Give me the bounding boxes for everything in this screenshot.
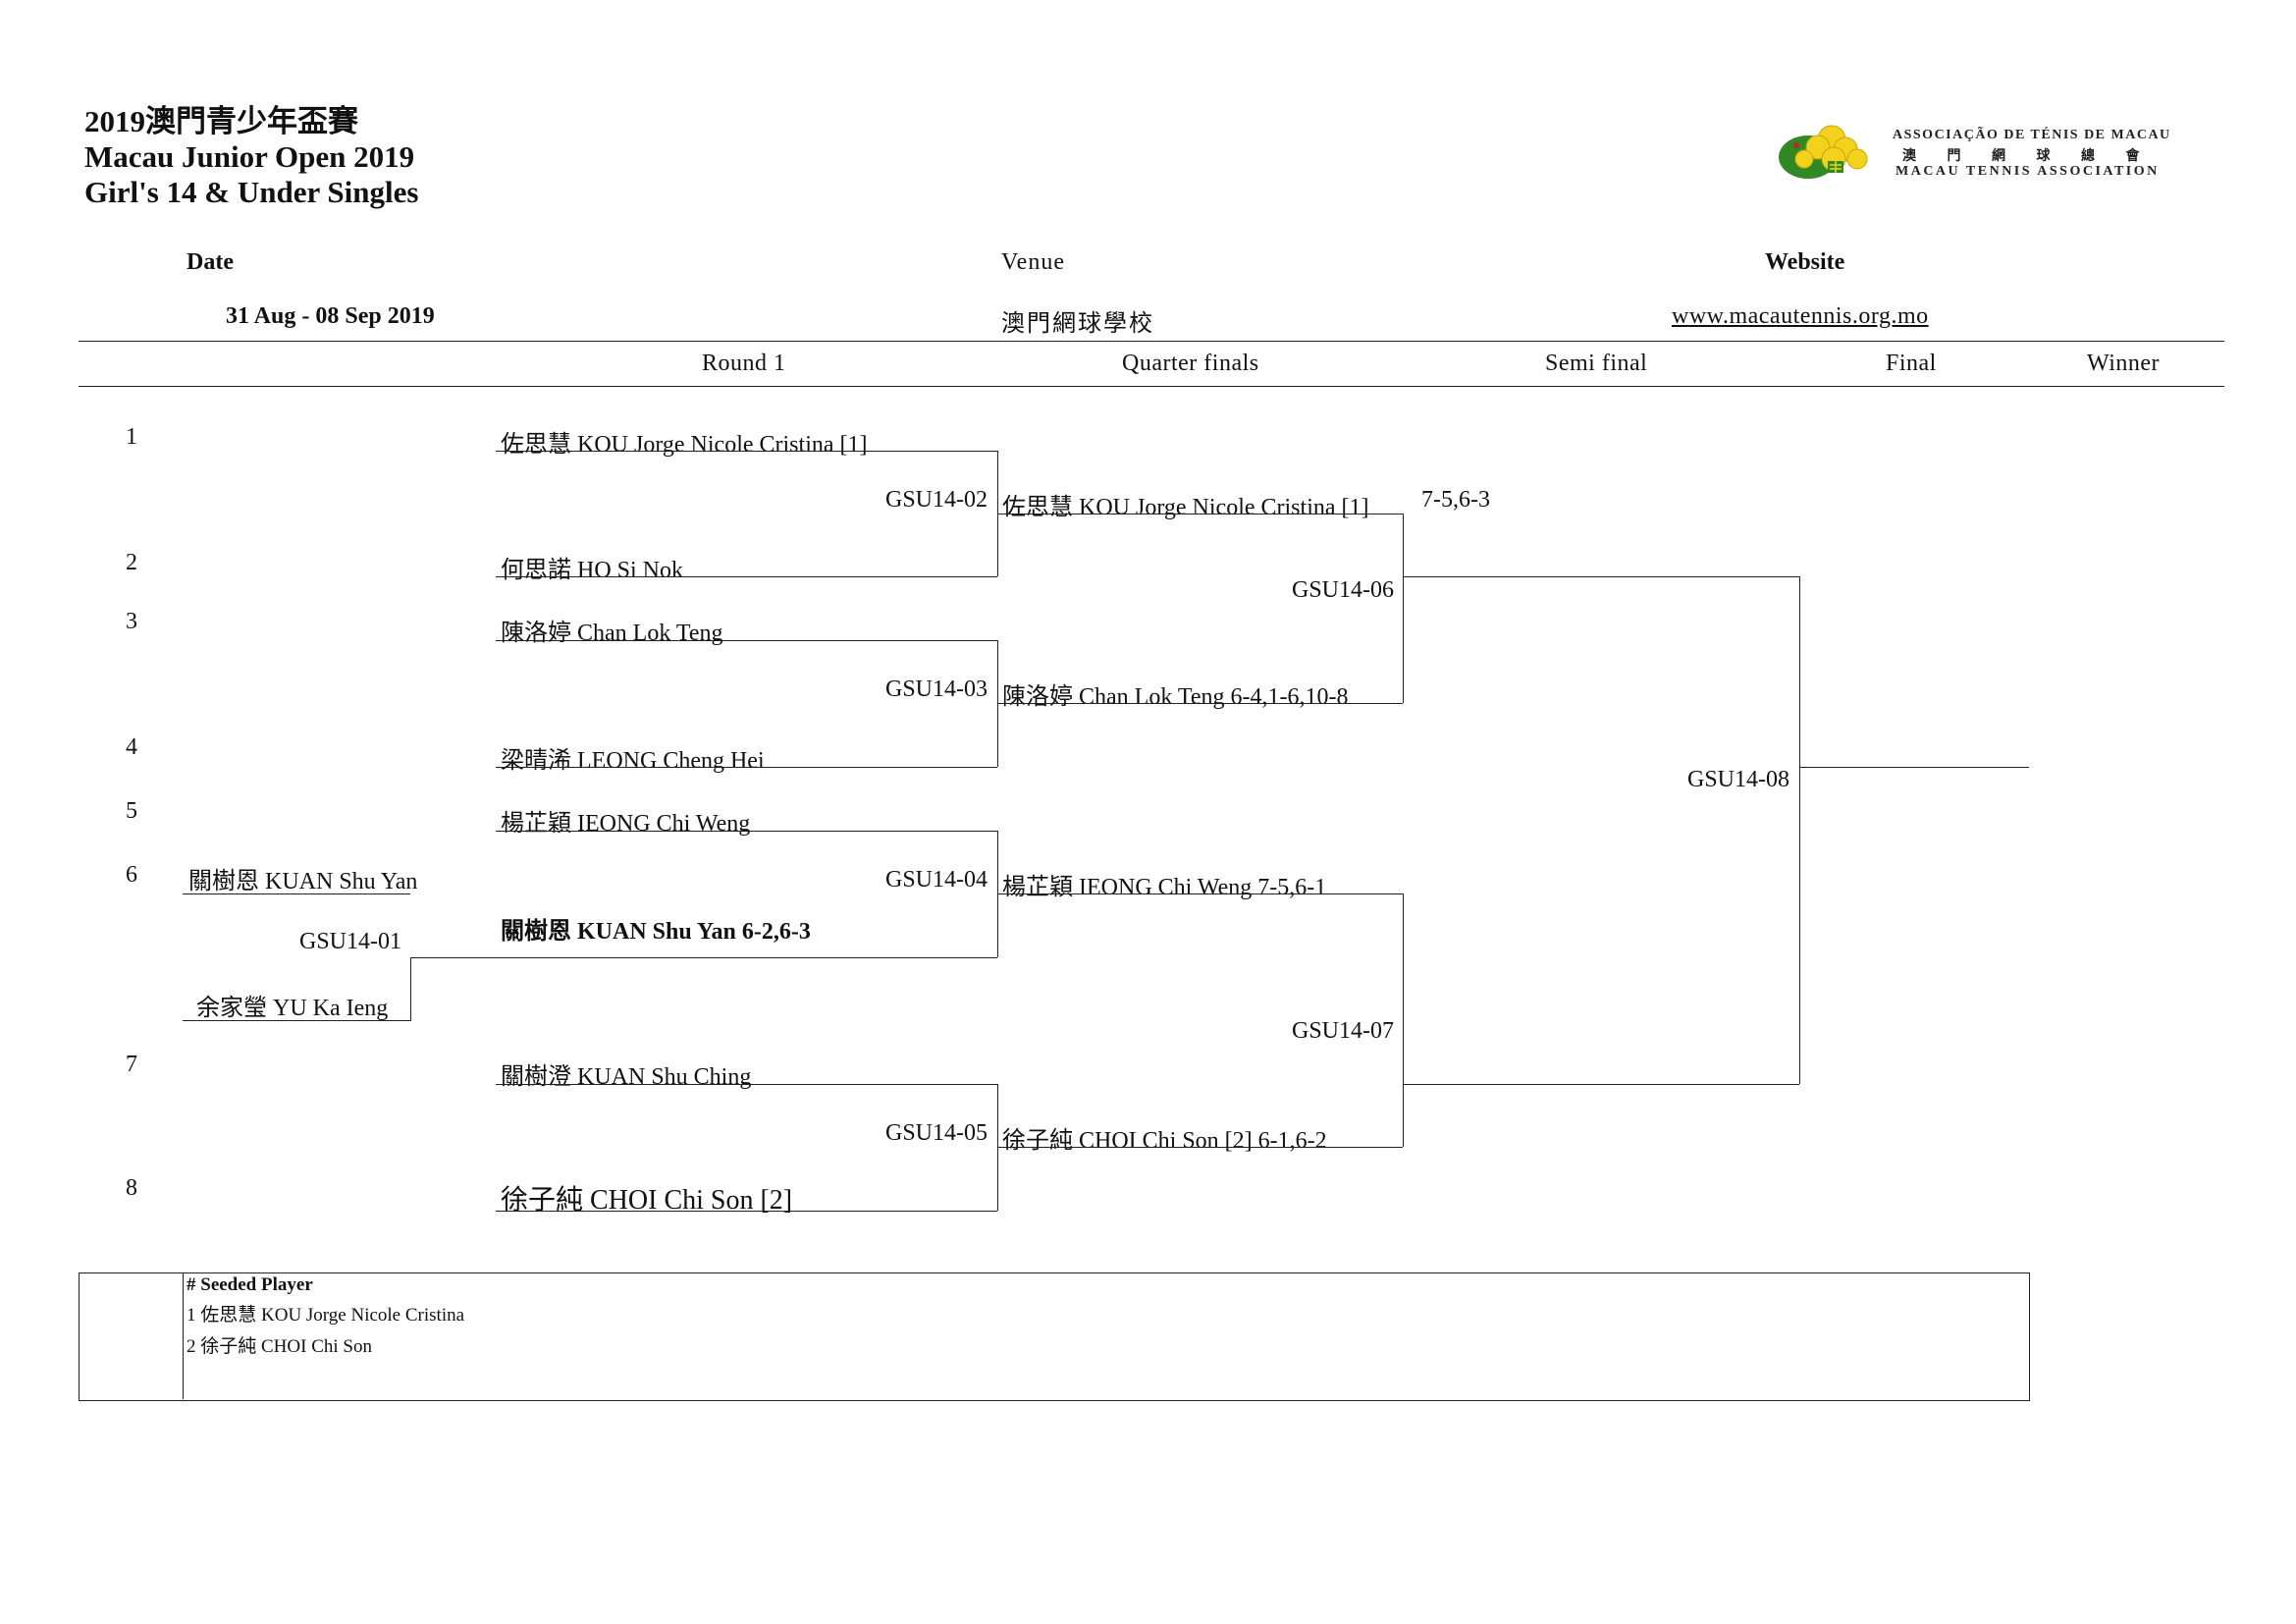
- draw-number: 8: [126, 1175, 137, 1201]
- match-id: GSU14-06: [1292, 577, 1395, 603]
- col-semifinal: Semi final: [1545, 351, 1648, 376]
- website-label: Website: [1765, 249, 1845, 275]
- match-id: GSU14-08: [1687, 767, 1790, 792]
- qf-player-4: 徐子純 CHOI Chi Son [2] 6-1,6-2: [1002, 1128, 1327, 1154]
- seed-item: 2 徐子純 CHOI Chi Son: [187, 1336, 372, 1357]
- bracket-line: [496, 767, 997, 768]
- bracket-line: [496, 1211, 997, 1212]
- logo-name-en: MACAU TENNIS ASSOCIATION: [1896, 164, 2160, 179]
- bracket-line: [1403, 514, 1404, 703]
- col-winner: Winner: [2087, 351, 2161, 376]
- col-quarterfinals: Quarter finals: [1122, 351, 1259, 376]
- draw-number: 5: [126, 798, 137, 824]
- title-chinese: 2019澳門青少年盃賽: [84, 104, 358, 138]
- bracket-line: [496, 451, 997, 452]
- bracket-line: [410, 957, 411, 1021]
- r1-player-1: 佐思慧 KOU Jorge Nicole Cristina [1]: [501, 432, 868, 458]
- prelim-player-b: 余家瑩 YU Ka Ieng: [196, 996, 389, 1021]
- col-final: Final: [1886, 351, 1937, 376]
- association-logo-icon: [1775, 116, 1893, 187]
- title-category: Girl's 14 & Under Singles: [84, 175, 419, 209]
- prelim-player-a: 關樹恩 KUAN Shu Yan: [188, 869, 418, 894]
- bracket-line: [183, 1272, 184, 1399]
- bracket-line: [997, 893, 1403, 894]
- seeds-header: # Seeded Player: [187, 1274, 313, 1295]
- qf-player-1: 佐思慧 KOU Jorge Nicole Cristina [1]: [1002, 495, 1369, 520]
- match-id: GSU14-07: [1292, 1018, 1395, 1044]
- r1-player-8: 徐子純 CHOI Chi Son [2]: [501, 1185, 793, 1216]
- draw-number: 6: [126, 862, 137, 888]
- bracket-line: [496, 576, 997, 577]
- bracket-line: [1403, 1084, 1799, 1085]
- draw-number: 4: [126, 734, 137, 760]
- date-value: 31 Aug - 08 Sep 2019: [226, 303, 435, 329]
- bracket-line: [997, 1147, 1403, 1148]
- bracket-line: [1799, 576, 1800, 1084]
- bracket-line: [496, 640, 997, 641]
- match-id: GSU14-05: [885, 1120, 988, 1146]
- bracket-line: [997, 703, 1403, 704]
- r1-player-3: 陳洛婷 Chan Lok Teng: [501, 621, 723, 646]
- bracket-line: [1403, 893, 1404, 1147]
- logo-name-zh: 澳 門 網 球 總 會: [1902, 149, 2154, 164]
- r1-player-7: 關樹澄 KUAN Shu Ching: [501, 1064, 752, 1090]
- bracket-line: [1403, 576, 1799, 577]
- match-id: GSU14-02: [885, 487, 988, 513]
- bracket-line: [183, 1020, 410, 1021]
- bracket-line: [410, 957, 997, 958]
- qf1-score: 7-5,6-3: [1421, 487, 1490, 513]
- match-id: GSU14-03: [885, 677, 988, 702]
- header-bottom-rule: [79, 386, 2224, 387]
- r1-player-6-winner: 關樹恩 KUAN Shu Yan 6-2,6-3: [501, 919, 811, 945]
- logo-name-pt: ASSOCIAÇÃO DE TÉNIS DE MACAU: [1893, 128, 2171, 142]
- draw-number: 1: [126, 424, 137, 450]
- qf-player-2: 陳洛婷 Chan Lok Teng 6-4,1-6,10-8: [1002, 684, 1349, 710]
- venue-value: 澳門網球學校: [1001, 311, 1154, 337]
- bracket-line: [1799, 767, 2029, 768]
- qf-player-3: 楊芷穎 IEONG Chi Weng 7-5,6-1: [1002, 875, 1327, 900]
- seed-item: 1 佐思慧 KOU Jorge Nicole Cristina: [187, 1305, 465, 1326]
- draw-number: 3: [126, 609, 137, 634]
- match-id: GSU14-01: [299, 929, 402, 954]
- bracket-line: [496, 1084, 997, 1085]
- bracket-line: [496, 831, 997, 832]
- venue-label: Venue: [1001, 249, 1065, 275]
- seeded-players-box: [79, 1272, 2030, 1401]
- draw-number: 7: [126, 1052, 137, 1077]
- col-round1: Round 1: [702, 351, 786, 376]
- bracket-line: [183, 893, 410, 894]
- date-label: Date: [187, 249, 234, 275]
- r1-player-4: 梁晴浠 LEONG Cheng Hei: [501, 748, 765, 774]
- website-link[interactable]: www.macautennis.org.mo: [1672, 303, 1929, 329]
- match-id: GSU14-04: [885, 867, 988, 893]
- header-top-rule: [79, 341, 2224, 342]
- draw-number: 2: [126, 550, 137, 575]
- r1-player-2: 何思諾 HO Si Nok: [501, 558, 684, 583]
- r1-player-5: 楊芷穎 IEONG Chi Weng: [501, 811, 751, 837]
- title-event: Macau Junior Open 2019: [84, 139, 415, 174]
